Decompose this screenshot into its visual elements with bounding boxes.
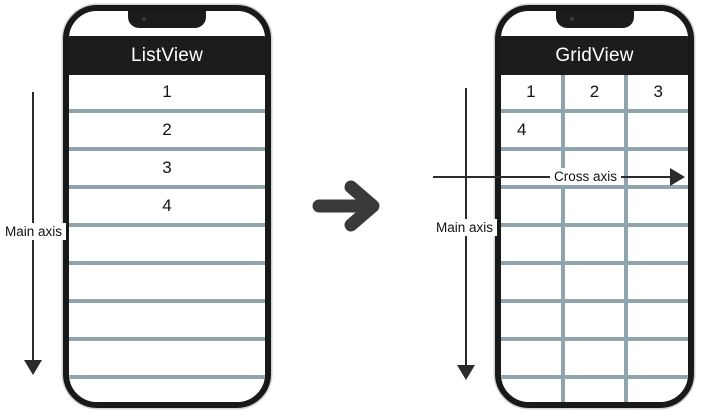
phone-notch [128,11,206,28]
list-item[interactable] [69,227,265,265]
gridview-screen: GridView 1 2 3 4 [501,11,688,402]
grid-row [501,303,688,341]
grid-cell[interactable] [628,303,688,337]
cross-axis-label: Cross axis [550,168,622,185]
list-item[interactable]: 4 [69,189,265,227]
listview-title: ListView [130,44,203,66]
gridview-title: GridView [555,44,634,66]
list-item-label: 3 [162,158,172,177]
grid-cell[interactable] [565,303,629,337]
grid-row [501,189,688,227]
listview-screen: ListView 1 2 3 4 [69,11,265,402]
grid-cell[interactable] [565,341,629,375]
list-item-label: 2 [162,120,172,139]
list-item[interactable]: 3 [69,151,265,189]
gridview-grid[interactable]: 1 2 3 4 [501,75,688,402]
grid-cell[interactable] [628,265,688,299]
right-main-axis-label: Main axis [432,219,498,236]
grid-cell[interactable] [565,265,629,299]
grid-cell[interactable] [501,303,565,337]
list-item[interactable]: 2 [69,113,265,151]
list-item[interactable] [69,341,265,379]
grid-cell[interactable] [628,113,688,147]
left-main-axis-label: Main axis [1,223,67,240]
grid-cell[interactable] [565,151,629,185]
grid-cell[interactable]: 2 [565,75,629,109]
grid-row: 4 [501,113,688,151]
notch-camera-icon [142,17,146,21]
list-item[interactable] [69,303,265,341]
grid-cell[interactable] [565,189,629,223]
grid-cell[interactable] [565,227,629,261]
grid-cell[interactable]: 4 [501,113,565,147]
list-item-label: 4 [162,196,172,215]
notch-camera-icon [569,17,574,21]
grid-cell[interactable] [501,341,565,375]
cross-axis-arrowhead [670,168,685,186]
grid-row [501,227,688,265]
grid-cell[interactable] [565,379,629,402]
grid-cell-label: 1 [526,82,536,101]
grid-cell-label: 3 [653,82,663,101]
right-main-axis-arrowhead [457,365,475,380]
grid-cell[interactable]: 1 [501,75,565,109]
grid-cell[interactable] [628,379,688,402]
grid-row [501,265,688,303]
grid-row [501,379,688,402]
arrow-right-icon [312,180,380,232]
list-item[interactable]: 1 [69,75,265,113]
grid-cell[interactable]: 3 [628,75,688,109]
grid-cell[interactable] [501,189,565,223]
phone-notch [555,11,634,28]
grid-cell[interactable] [628,227,688,261]
left-main-axis-arrowhead [24,360,42,375]
grid-cell-label: 2 [589,82,600,101]
grid-cell[interactable] [501,379,565,402]
grid-cell-label: 4 [517,120,527,139]
listview-phone: ListView 1 2 3 4 [63,5,271,408]
gridview-phone: GridView 1 2 3 4 [495,5,694,408]
listview-list[interactable]: 1 2 3 4 [69,75,265,402]
grid-row: 1 2 3 [501,75,688,113]
grid-cell[interactable] [565,113,629,147]
grid-cell[interactable] [501,265,565,299]
gridview-appbar: GridView [501,36,688,75]
list-item[interactable] [69,265,265,303]
grid-cell[interactable] [628,341,688,375]
list-item-label: 1 [162,82,172,101]
listview-appbar: ListView [69,36,265,75]
grid-cell[interactable] [501,227,565,261]
grid-row [501,341,688,379]
list-item[interactable] [69,379,265,402]
grid-cell[interactable] [628,189,688,223]
